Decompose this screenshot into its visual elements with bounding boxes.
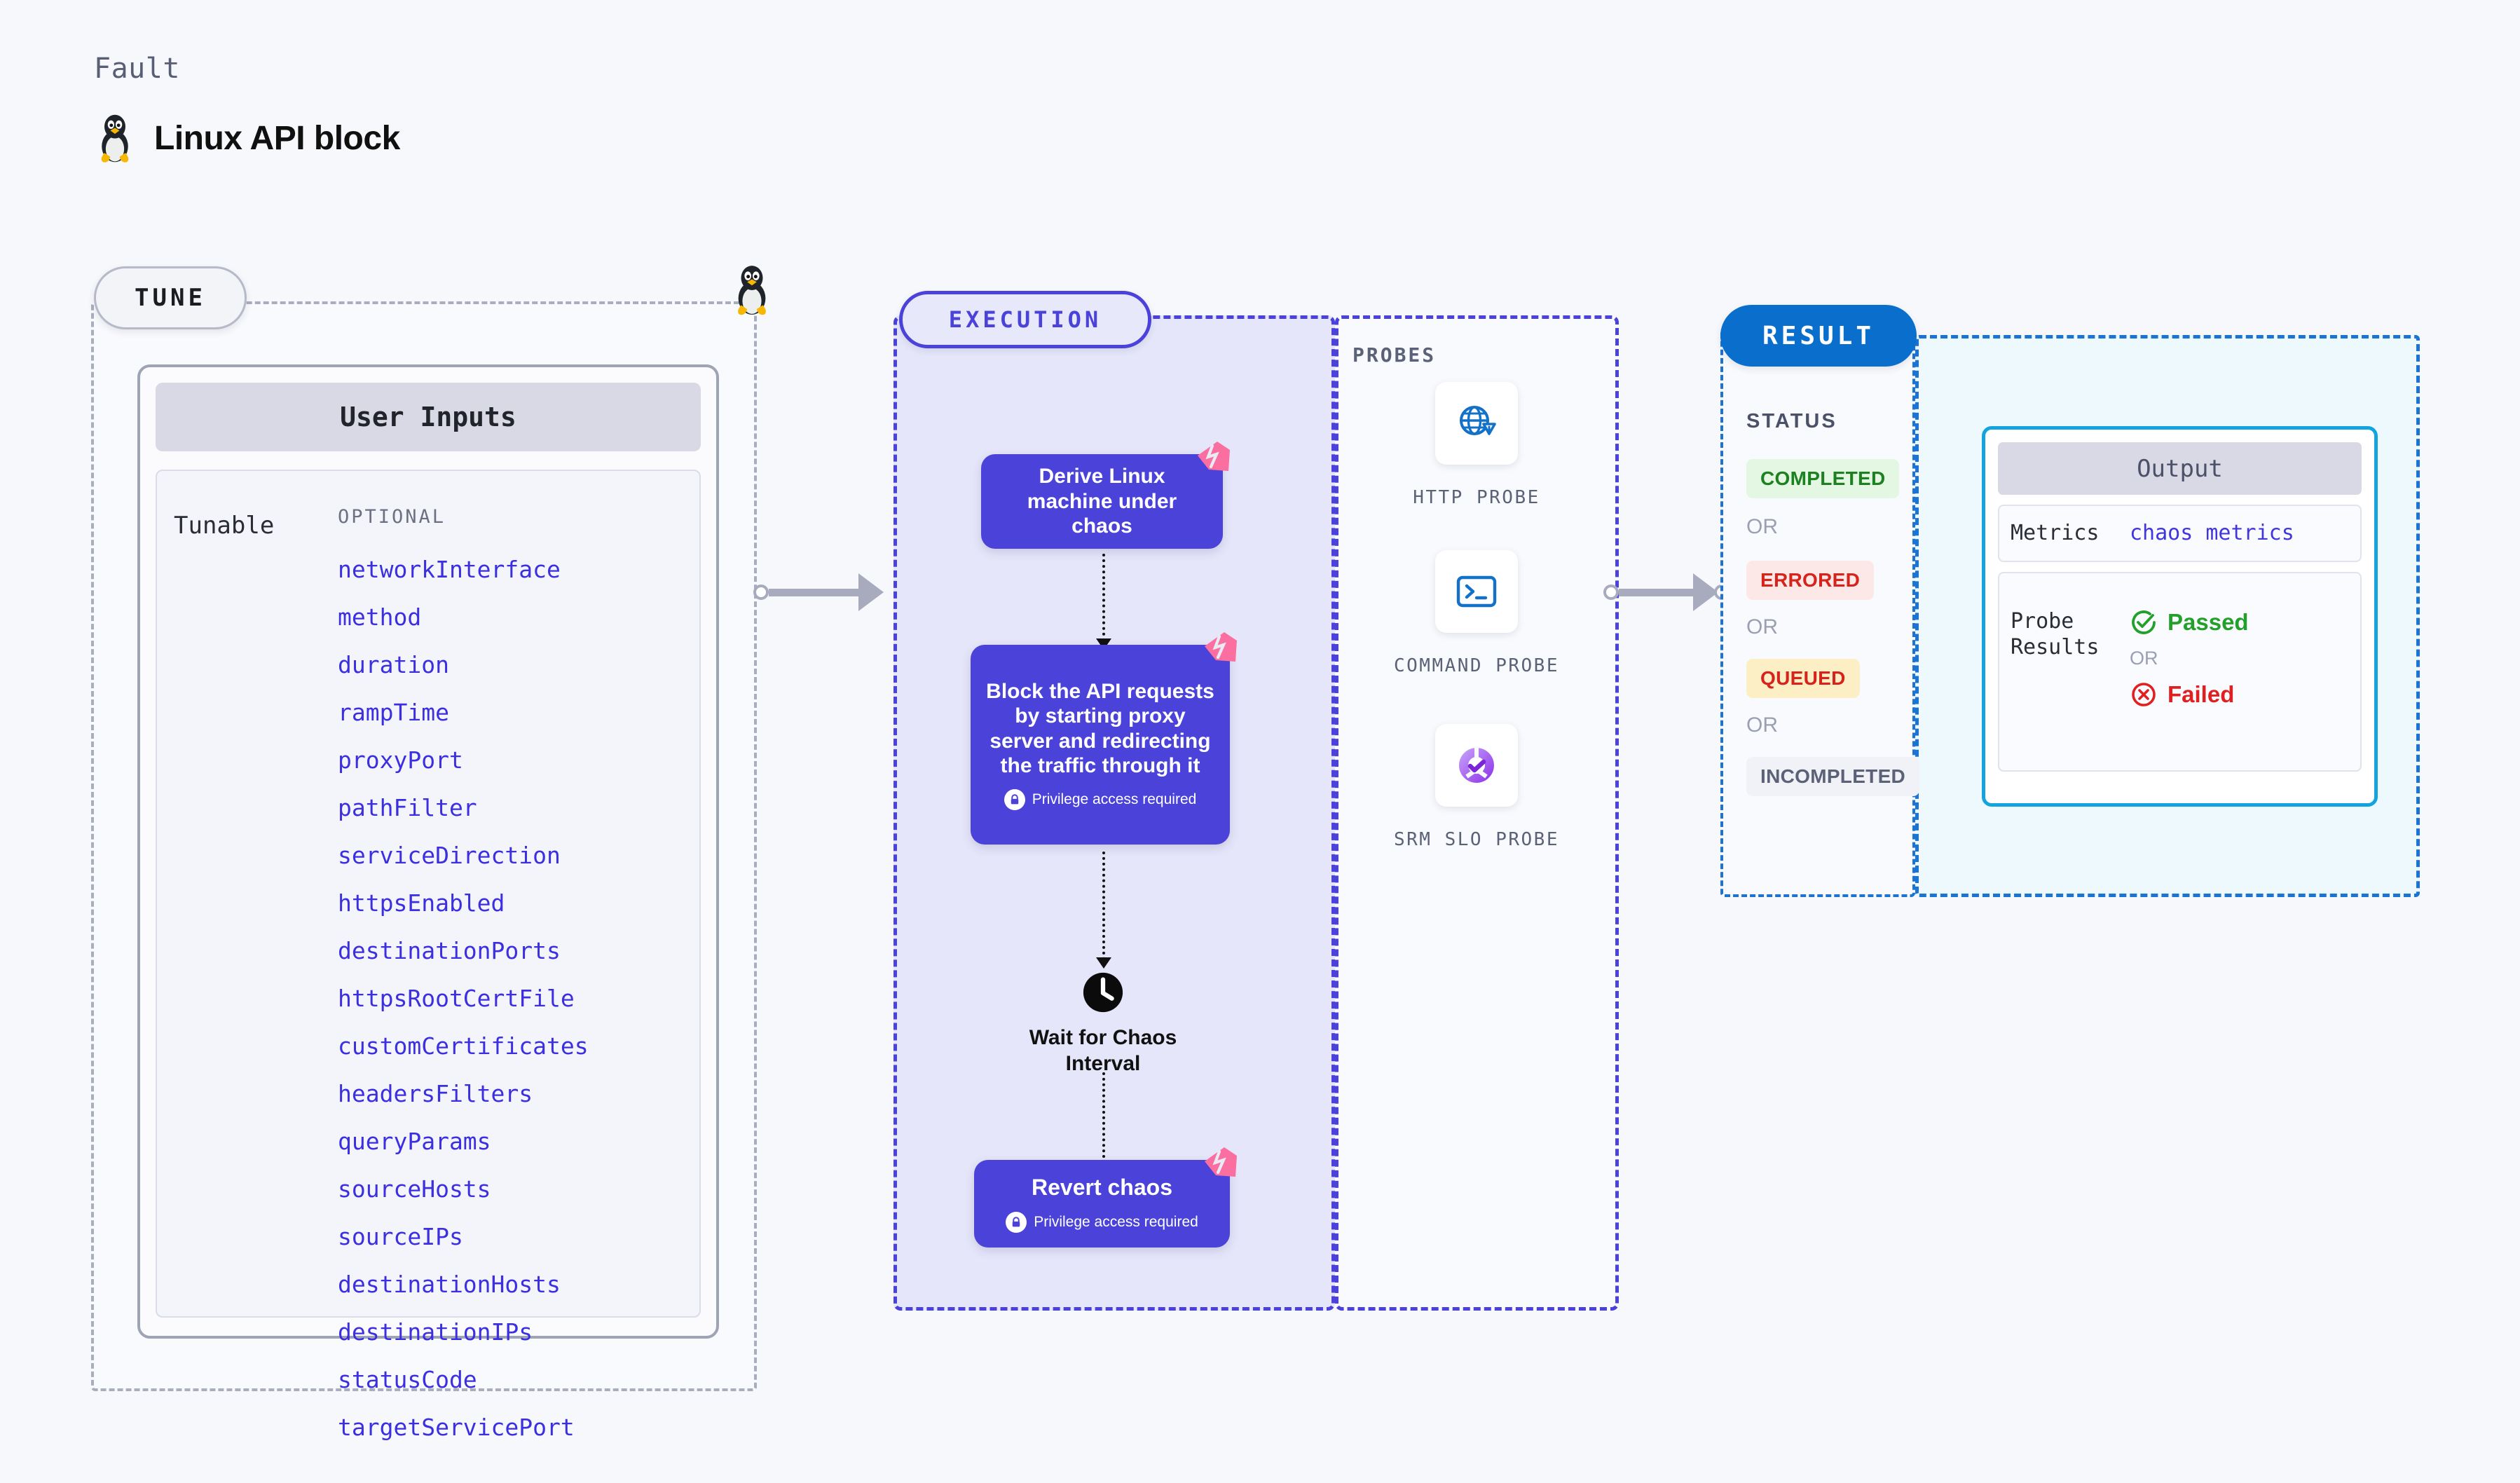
status-badge-incompleted: INCOMPLETED xyxy=(1746,757,1920,796)
clock-icon xyxy=(1083,972,1123,1013)
output-title: Output xyxy=(1998,442,2362,495)
param-item[interactable]: httpsRootCertFile xyxy=(338,985,575,1012)
output-metrics-row: Metrics chaos metrics xyxy=(1998,505,2362,562)
connector-line xyxy=(1619,588,1694,596)
param-item[interactable]: pathFilter xyxy=(338,794,477,821)
probes-section xyxy=(1335,315,1619,1311)
probe-result-passed: Passed xyxy=(2130,608,2249,636)
litmus-logo-icon xyxy=(1205,1147,1237,1177)
user-inputs-title: User Inputs xyxy=(156,383,701,451)
probe-result-failed: Failed xyxy=(2130,681,2249,709)
connector-start-dot xyxy=(753,585,769,600)
terminal-icon xyxy=(1456,575,1497,608)
status-or-3: OR xyxy=(1746,713,1778,737)
status-badge-errored: ERRORED xyxy=(1746,561,1875,600)
lock-icon xyxy=(1004,789,1025,811)
connector-start-dot xyxy=(1603,585,1619,600)
litmus-logo-icon xyxy=(1198,442,1230,471)
user-inputs-card: User Inputs Tunable OPTIONAL networkInte… xyxy=(137,364,719,1441)
privilege-note: Privilege access required xyxy=(1006,1212,1198,1233)
privilege-text: Privilege access required xyxy=(1032,791,1197,808)
fault-kicker: Fault xyxy=(94,53,180,85)
probe-results-key: Probe Results xyxy=(2011,608,2100,660)
privilege-note: Privilege access required xyxy=(1004,789,1197,811)
param-item[interactable]: statusCode xyxy=(338,1366,477,1393)
lock-icon xyxy=(1006,1212,1027,1233)
metrics-key: Metrics xyxy=(2011,521,2100,545)
page-title: Linux API block xyxy=(94,112,400,165)
tunable-label: Tunable xyxy=(174,512,275,540)
check-circle-icon xyxy=(2132,610,2156,634)
status-or-1: OR xyxy=(1746,515,1778,538)
output-probe-results-row: Probe Results Passed OR Failed xyxy=(1998,571,2362,772)
connector-execution-to-result xyxy=(1603,573,1737,611)
node-label: Block the API requests by starting proxy… xyxy=(986,679,1214,777)
linux-tux-perched-icon xyxy=(738,266,766,315)
metrics-value[interactable]: chaos metrics xyxy=(2130,521,2294,546)
probe-label-http: HTTP PROBE xyxy=(1413,487,1540,508)
param-item[interactable]: sourceIPs xyxy=(338,1223,463,1250)
param-item[interactable]: method xyxy=(338,603,422,631)
flow-arrow-3 xyxy=(1096,1072,1111,1172)
tunable-box: Tunable OPTIONAL networkInterface method… xyxy=(156,470,701,1441)
probes-title: PROBES xyxy=(1353,343,1437,367)
status-or-2: OR xyxy=(1746,615,1778,638)
tune-badge[interactable]: TUNE xyxy=(94,266,247,329)
node-label: Revert chaos xyxy=(1032,1174,1172,1200)
param-item[interactable]: sourceHosts xyxy=(338,1175,491,1203)
execution-node-revert-chaos[interactable]: Revert chaos Privilege access required xyxy=(974,1147,1237,1248)
param-item[interactable]: networkInterface xyxy=(338,556,561,583)
param-item[interactable]: targetServicePort xyxy=(338,1414,575,1441)
wait-for-chaos-interval-node[interactable]: Wait for Chaos Interval xyxy=(1011,971,1195,1077)
param-item[interactable]: destinationIPs xyxy=(338,1318,533,1346)
x-circle-icon xyxy=(2132,682,2156,706)
failed-label: Failed xyxy=(2168,681,2235,707)
linux-tux-icon xyxy=(101,114,129,163)
output-card: Output Metrics chaos metrics Probe Resul… xyxy=(1982,426,2378,807)
result-status-panel xyxy=(1720,329,1915,897)
flow-arrow-1 xyxy=(1096,554,1111,650)
param-item[interactable]: httpsEnabled xyxy=(338,889,505,917)
execution-node-block-api[interactable]: Block the API requests by starting proxy… xyxy=(971,632,1237,845)
node-label: Derive Linux machine under chaos xyxy=(1027,465,1177,538)
probe-card-http[interactable] xyxy=(1435,382,1518,465)
param-item[interactable]: destinationPorts xyxy=(338,937,561,964)
param-item[interactable]: rampTime xyxy=(338,699,449,726)
slo-donut-check-icon xyxy=(1458,746,1494,783)
optional-header: OPTIONAL xyxy=(338,506,446,528)
connector-arrowhead xyxy=(858,573,884,611)
status-title: STATUS xyxy=(1746,410,1837,432)
param-item[interactable]: proxyPort xyxy=(338,746,463,774)
probe-card-srm-slo[interactable] xyxy=(1435,724,1518,807)
wait-label: Wait for Chaos Interval xyxy=(1029,1026,1177,1075)
execution-badge[interactable]: EXECUTION xyxy=(899,291,1151,348)
page-title-text: Linux API block xyxy=(154,120,400,157)
probe-results-values: Passed OR Failed xyxy=(2130,608,2249,709)
status-badge-queued: QUEUED xyxy=(1746,659,1860,698)
globe-warning-icon xyxy=(1460,406,1496,435)
param-item[interactable]: customCertificates xyxy=(338,1032,589,1060)
param-item[interactable]: destinationHosts xyxy=(338,1271,561,1298)
param-item[interactable]: headersFilters xyxy=(338,1080,533,1107)
probe-label-command: COMMAND PROBE xyxy=(1394,655,1559,676)
probe-card-command[interactable] xyxy=(1435,550,1518,633)
param-item[interactable]: duration xyxy=(338,651,449,678)
connector-tune-to-execution xyxy=(753,573,902,611)
litmus-logo-icon xyxy=(1205,632,1237,662)
param-item[interactable]: serviceDirection xyxy=(338,842,561,869)
probe-label-srm-slo: SRM SLO PROBE xyxy=(1394,829,1559,850)
param-item[interactable]: queryParams xyxy=(338,1128,491,1155)
flow-arrow-2 xyxy=(1096,852,1111,969)
result-badge[interactable]: RESULT xyxy=(1720,305,1917,367)
status-badge-completed: COMPLETED xyxy=(1746,459,1900,498)
execution-node-derive[interactable]: Derive Linux machine under chaos xyxy=(981,442,1230,549)
probe-result-or: OR xyxy=(2130,647,2158,669)
optional-params-column: OPTIONAL networkInterface method duratio… xyxy=(338,506,589,1461)
privilege-text: Privilege access required xyxy=(1034,1214,1198,1231)
passed-label: Passed xyxy=(2168,608,2249,635)
connector-line xyxy=(769,588,860,596)
